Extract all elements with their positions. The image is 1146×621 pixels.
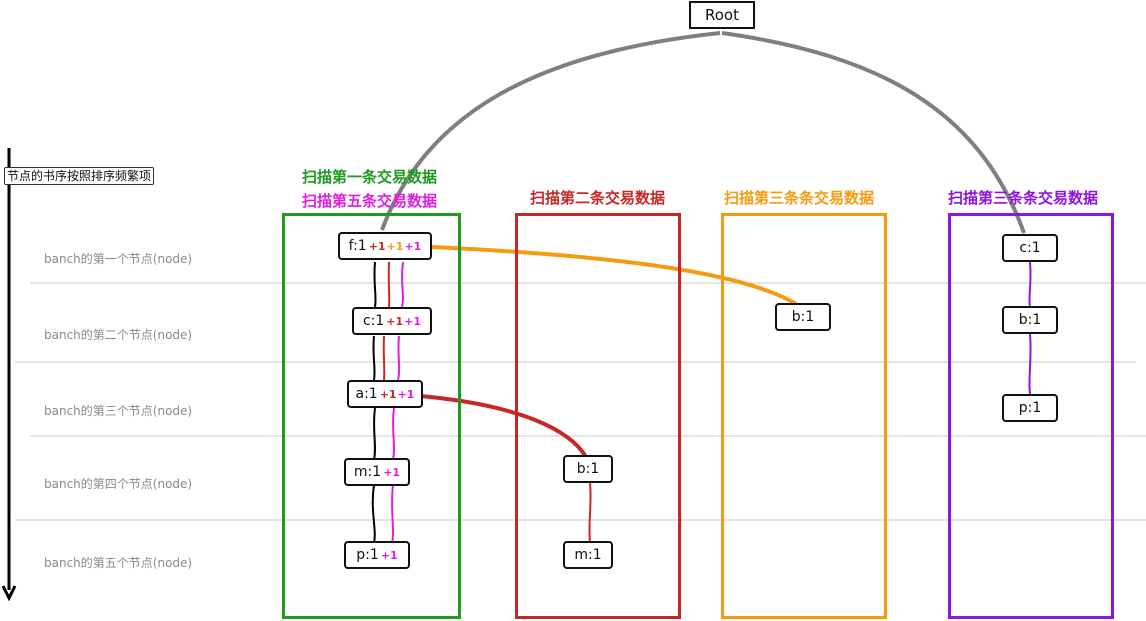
link-col4-c-b bbox=[1028, 261, 1032, 308]
link-col2-b-m bbox=[588, 481, 592, 543]
link-txn2 bbox=[382, 261, 391, 381]
column-2-box bbox=[515, 213, 681, 619]
link-txn1 bbox=[371, 261, 377, 544]
link-txn5 bbox=[391, 261, 404, 544]
column-1-box bbox=[282, 213, 461, 619]
node-m: m:1 +1 bbox=[344, 458, 410, 486]
node-c-col4: c:1 bbox=[1002, 234, 1058, 262]
node-label: f:1 bbox=[348, 238, 367, 254]
row-label-3: banch的第三个节点(node) bbox=[44, 404, 193, 418]
root-node: Root bbox=[689, 1, 755, 29]
node-label: a:1 bbox=[355, 386, 378, 402]
node-label: c:1 bbox=[362, 313, 385, 329]
row-label-2: banch的第二个节点(node) bbox=[44, 328, 193, 342]
node-m-col2: m:1 bbox=[563, 541, 613, 569]
node-b-col2: b:1 bbox=[563, 455, 613, 483]
column-1-title-b: 扫描第五条交易数据 bbox=[302, 192, 438, 210]
increment-badge: +1 bbox=[386, 314, 404, 328]
increment-badge: +1 bbox=[386, 239, 404, 253]
link-col4-b-p bbox=[1028, 333, 1032, 395]
node-b-col4: b:1 bbox=[1002, 306, 1058, 334]
row-label-1: banch的第一个节点(node) bbox=[44, 252, 193, 266]
node-a: a:1 +1 +1 bbox=[347, 380, 423, 408]
link-a-to-b-red bbox=[419, 394, 588, 459]
node-b-col3: b:1 bbox=[775, 303, 831, 331]
row-label-4: banch的第四个节点(node) bbox=[44, 477, 193, 491]
node-p: p:1 +1 bbox=[344, 541, 410, 569]
node-p-col4: p:1 bbox=[1002, 394, 1058, 422]
column-4-title: 扫描第三条条交易数据 bbox=[948, 189, 1099, 207]
root-link-right bbox=[721, 31, 1026, 234]
increment-badge: +1 bbox=[404, 239, 422, 253]
increment-badge: +1 bbox=[397, 387, 415, 401]
link-f-to-b-orange bbox=[431, 245, 798, 306]
increment-badge: +1 bbox=[380, 548, 398, 562]
column-3-box bbox=[721, 213, 887, 619]
column-4-box bbox=[948, 213, 1114, 619]
column-1-title-a: 扫描第一条交易数据 bbox=[302, 168, 438, 186]
node-label: p:1 bbox=[356, 547, 379, 563]
node-label: m:1 bbox=[353, 464, 382, 480]
increment-badge: +1 bbox=[368, 239, 386, 253]
axis-label: 节点的书序按照排序频繁项 bbox=[4, 167, 155, 185]
increment-badge: +1 bbox=[404, 314, 422, 328]
axis-arrowhead bbox=[1, 585, 17, 602]
node-c: c:1 +1 +1 bbox=[352, 307, 432, 335]
column-2-title: 扫描第二条交易数据 bbox=[530, 189, 666, 207]
node-f: f:1 +1 +1 +1 bbox=[338, 232, 432, 260]
row-label-5: banch的第五个节点(node) bbox=[44, 556, 193, 570]
increment-badge: +1 bbox=[383, 465, 401, 479]
root-link-left bbox=[380, 31, 721, 231]
column-3-title: 扫描第三条条交易数据 bbox=[724, 189, 875, 207]
increment-badge: +1 bbox=[379, 387, 397, 401]
